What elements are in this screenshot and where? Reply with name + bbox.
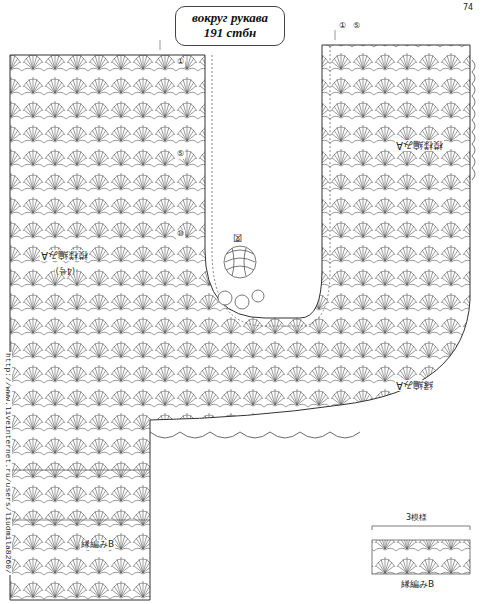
figure-label: 図: [232, 232, 243, 242]
row-number: ⑤: [176, 150, 185, 159]
row-number: ⑤: [352, 22, 361, 31]
edging-label: 縁編みA: [395, 380, 434, 391]
watermark-url: http://www.liveinternet.ru/users/liudmil…: [3, 352, 12, 575]
row-number: ①: [176, 58, 185, 67]
repeat-label: 3模様: [405, 514, 428, 523]
edging-label: 縁編みB: [400, 580, 435, 590]
row-number: ①: [338, 22, 347, 31]
row-number: ⑩: [176, 230, 185, 239]
pattern-label: 模様編みA: [40, 250, 89, 261]
page-number: 74: [462, 4, 474, 13]
pattern-label: 模様編みA: [395, 140, 444, 151]
yarn-ball: [218, 246, 264, 309]
edging-detail: [160, 30, 470, 574]
needle-size: (4号): [55, 265, 76, 274]
edging-label: 縁編みB: [80, 540, 115, 550]
title-box: вокруг рукава 191 стбн: [175, 6, 285, 46]
title-text: вокруг рукава 191 стбн: [182, 11, 278, 41]
